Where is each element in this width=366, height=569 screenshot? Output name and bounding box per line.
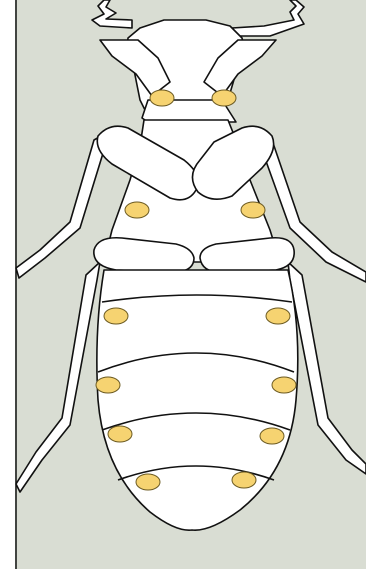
spiracle-head-left [150,90,174,106]
spiracle-abdomen-2-left [96,377,120,393]
spiracle-thorax-left [125,202,149,218]
spiracle-abdomen-1-left [104,308,128,324]
spiracle-abdomen-4-right [232,472,256,488]
spiracle-abdomen-2-right [272,377,296,393]
spiracle-thorax-right [241,202,265,218]
spiracle-abdomen-3-left [108,426,132,442]
spiracle-abdomen-3-right [260,428,284,444]
spiracle-abdomen-4-left [136,474,160,490]
spiracle-abdomen-1-right [266,308,290,324]
spiracle-head-right [212,90,236,106]
